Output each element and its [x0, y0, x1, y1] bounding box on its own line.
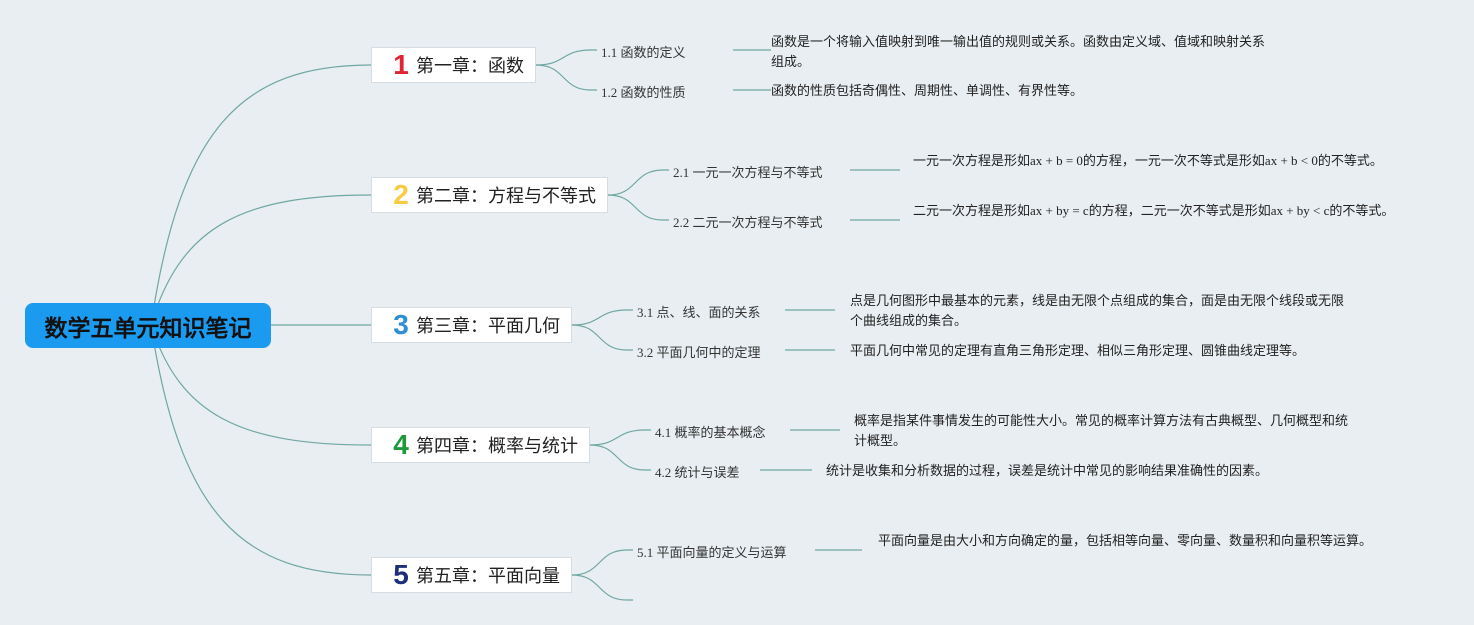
section-description-4-1: 概率是指某件事情发生的可能性大小。常见的概率计算方法有古典概型、几何概型和统计概… — [854, 411, 1350, 451]
chapter-label: 第一章：函数 — [416, 56, 524, 76]
chapter-number: 5 — [393, 559, 409, 590]
chapter-label: 第二章：方程与不等式 — [416, 186, 596, 206]
section-label: 4.2 统计与误差 — [655, 465, 740, 480]
chapter-link-3-1 — [571, 309, 633, 326]
section-node-1-2[interactable]: 1.2 函数的性质 — [601, 82, 686, 101]
description-text: 概率是指某件事情发生的可能性大小。常见的概率计算方法有古典概型、几何概型和统计概… — [854, 413, 1349, 448]
chapter-link-1-2 — [535, 64, 597, 91]
chapter-number: 3 — [393, 309, 409, 340]
root-link-5 — [150, 324, 372, 576]
root-node[interactable]: 数学五单元知识笔记 — [25, 303, 271, 348]
root-link-2 — [150, 194, 372, 326]
section-label: 2.2 二元一次方程与不等式 — [673, 215, 823, 230]
chapter-link-2-2 — [607, 194, 669, 221]
chapter-link-2-1 — [607, 169, 669, 196]
section-description-2-2: 二元一次方程是形如ax + by = c的方程，二元一次不等式是形如ax + b… — [913, 201, 1413, 221]
section-label: 2.1 一元一次方程与不等式 — [673, 165, 823, 180]
chapter-link-4-2 — [589, 444, 651, 471]
chapter-link-3-2 — [571, 324, 633, 351]
section-node-1-1[interactable]: 1.1 函数的定义 — [601, 42, 686, 61]
chapter-link-5-2 — [571, 574, 633, 601]
section-label: 1.2 函数的性质 — [601, 85, 686, 100]
section-description-1-1: 函数是一个将输入值映射到唯一输出值的规则或关系。函数由定义域、值域和映射关系组成… — [771, 32, 1267, 72]
description-text: 统计是收集和分析数据的过程，误差是统计中常见的影响结果准确性的因素。 — [826, 463, 1269, 478]
section-description-5-1: 平面向量是由大小和方向确定的量，包括相等向量、零向量、数量积和向量积等运算。 — [878, 531, 1374, 551]
root-label: 数学五单元知识笔记 — [44, 314, 252, 341]
description-text: 二元一次方程是形如ax + by = c的方程，二元一次不等式是形如ax + b… — [913, 203, 1395, 218]
root-link-1 — [150, 64, 372, 326]
description-text: 函数的性质包括奇偶性、周期性、单调性、有界性等。 — [771, 83, 1084, 98]
chapter-node-3[interactable]: 3 第三章：平面几何 — [371, 307, 572, 343]
description-text: 平面向量是由大小和方向确定的量，包括相等向量、零向量、数量积和向量积等运算。 — [878, 533, 1373, 548]
section-node-2-2[interactable]: 2.2 二元一次方程与不等式 — [673, 212, 823, 231]
chapter-label: 第四章：概率与统计 — [416, 436, 578, 456]
section-node-3-1[interactable]: 3.1 点、线、面的关系 — [637, 302, 761, 321]
chapter-node-2[interactable]: 2 第二章：方程与不等式 — [371, 177, 608, 213]
description-text: 点是几何图形中最基本的元素，线是由无限个点组成的集合，面是由无限个线段或无限个曲… — [850, 293, 1345, 328]
section-node-4-1[interactable]: 4.1 概率的基本概念 — [655, 422, 766, 441]
section-node-3-2[interactable]: 3.2 平面几何中的定理 — [637, 342, 761, 361]
description-text: 平面几何中常见的定理有直角三角形定理、相似三角形定理、圆锥曲线定理等。 — [850, 343, 1306, 358]
section-label: 3.1 点、线、面的关系 — [637, 305, 761, 320]
chapter-link-1-1 — [535, 49, 597, 66]
chapter-number: 1 — [393, 49, 409, 80]
chapter-node-4[interactable]: 4 第四章：概率与统计 — [371, 427, 590, 463]
chapter-label: 第五章：平面向量 — [416, 566, 560, 586]
chapter-number: 4 — [393, 429, 409, 460]
section-label: 3.2 平面几何中的定理 — [637, 345, 761, 360]
section-description-1-2: 函数的性质包括奇偶性、周期性、单调性、有界性等。 — [771, 81, 1371, 101]
section-label: 4.1 概率的基本概念 — [655, 425, 766, 440]
section-node-2-1[interactable]: 2.1 一元一次方程与不等式 — [673, 162, 823, 181]
chapter-link-5-1 — [571, 549, 633, 576]
description-text: 一元一次方程是形如ax + b = 0的方程，一元一次不等式是形如ax + b … — [913, 153, 1383, 168]
section-label: 5.1 平面向量的定义与运算 — [637, 545, 787, 560]
chapter-number: 2 — [393, 179, 409, 210]
section-description-3-1: 点是几何图形中最基本的元素，线是由无限个点组成的集合，面是由无限个线段或无限个曲… — [850, 291, 1346, 331]
section-node-4-2[interactable]: 4.2 统计与误差 — [655, 462, 740, 481]
chapter-node-5[interactable]: 5 第五章：平面向量 — [371, 557, 572, 593]
section-description-2-1: 一元一次方程是形如ax + b = 0的方程，一元一次不等式是形如ax + b … — [913, 151, 1399, 171]
section-description-4-2: 统计是收集和分析数据的过程，误差是统计中常见的影响结果准确性的因素。 — [826, 461, 1426, 481]
chapter-link-4-1 — [589, 429, 651, 446]
section-node-5-1[interactable]: 5.1 平面向量的定义与运算 — [637, 542, 787, 561]
section-label: 1.1 函数的定义 — [601, 45, 686, 60]
section-description-3-2: 平面几何中常见的定理有直角三角形定理、相似三角形定理、圆锥曲线定理等。 — [850, 341, 1450, 361]
description-text: 函数是一个将输入值映射到唯一输出值的规则或关系。函数由定义域、值域和映射关系组成… — [771, 34, 1266, 69]
chapter-label: 第三章：平面几何 — [416, 316, 560, 336]
root-link-4 — [150, 324, 372, 446]
chapter-node-1[interactable]: 1 第一章：函数 — [371, 47, 536, 83]
